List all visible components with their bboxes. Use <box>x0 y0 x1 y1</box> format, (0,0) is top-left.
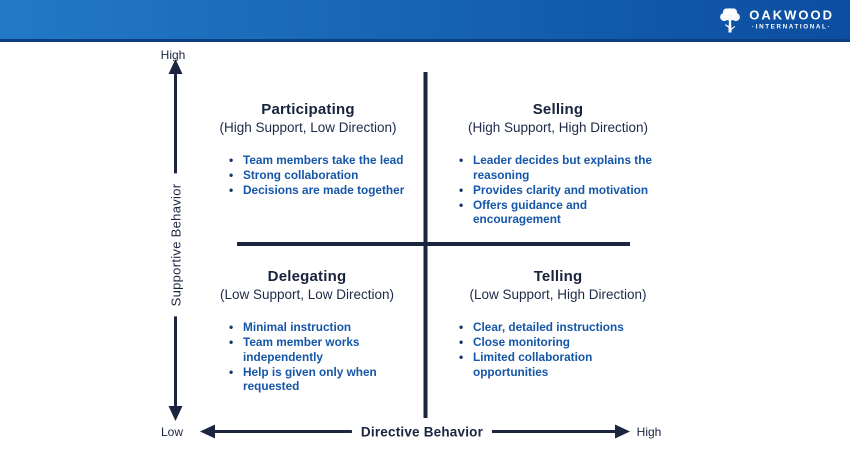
quadrant-subtitle: (High Support, High Direction) <box>467 120 649 135</box>
x-axis-arrow-left <box>200 424 215 439</box>
bullet-item: Clear, detailed instructions <box>458 320 650 335</box>
bullet-item: Help is given only when requested <box>228 365 413 394</box>
y-axis-arrow-up <box>168 59 183 74</box>
quadrant-subtitle: (Low Support, High Direction) <box>469 287 647 302</box>
brand-text: OAKWOOD ·INTERNATIONAL· <box>749 8 834 30</box>
quadrant-bullet-list: Team members take the lead Strong collab… <box>228 153 428 198</box>
quadrant-delegating: Delegating (Low Support, Low Direction) … <box>192 267 422 394</box>
quadrant-subtitle: (Low Support, Low Direction) <box>219 287 395 302</box>
bullet-item: Close monitoring <box>458 335 650 350</box>
y-axis-label: Supportive Behavior <box>168 173 184 317</box>
quadrant-participating: Participating (High Support, Low Directi… <box>193 100 423 198</box>
bullet-item: Strong collaboration <box>228 168 428 183</box>
quadrant-title: Telling <box>533 268 583 285</box>
bullet-item: Minimal instruction <box>228 320 413 335</box>
header-bar: OAKWOOD ·INTERNATIONAL· <box>0 0 850 42</box>
quadrant-title: Delegating <box>267 268 347 285</box>
quadrant-title: Participating <box>261 101 355 118</box>
quadrant-selling: Selling (High Support, High Direction) L… <box>443 100 673 227</box>
oakwood-tree-icon <box>720 7 741 32</box>
quadrant-bullet-list: Leader decides but explains the reasonin… <box>458 153 665 227</box>
bullet-item: Offers guidance and encouragement <box>458 198 665 227</box>
quadrant-telling: Telling (Low Support, High Direction) Cl… <box>443 267 673 380</box>
quadrant-bullet-list: Minimal instruction Team member works in… <box>228 320 413 394</box>
bullet-item: Leader decides but explains the reasonin… <box>458 153 665 182</box>
bullet-item: Provides clarity and motivation <box>458 183 665 198</box>
quadrant-bullet-list: Clear, detailed instructions Close monit… <box>458 320 650 379</box>
bullet-item: Team members take the lead <box>228 153 428 168</box>
x-axis-label: Directive Behavior <box>351 424 493 440</box>
origin-low-label: Low <box>160 425 184 439</box>
y-axis-arrow-down <box>168 406 183 421</box>
x-axis-arrow-right <box>615 424 630 439</box>
brand-tagline: ·INTERNATIONAL· <box>752 23 832 31</box>
quadrant-subtitle: (High Support, Low Direction) <box>219 120 397 135</box>
brand-name: OAKWOOD <box>749 7 834 23</box>
brand-logo: OAKWOOD ·INTERNATIONAL· <box>718 6 834 33</box>
bullet-item: Team member works independently <box>228 335 413 364</box>
x-axis-high-label: High <box>636 425 662 439</box>
bullet-item: Limited collaboration opportunities <box>458 350 650 379</box>
y-axis-high-label: High <box>160 48 186 62</box>
quadrant-title: Selling <box>532 101 584 118</box>
bullet-item: Decisions are made together <box>228 183 428 198</box>
